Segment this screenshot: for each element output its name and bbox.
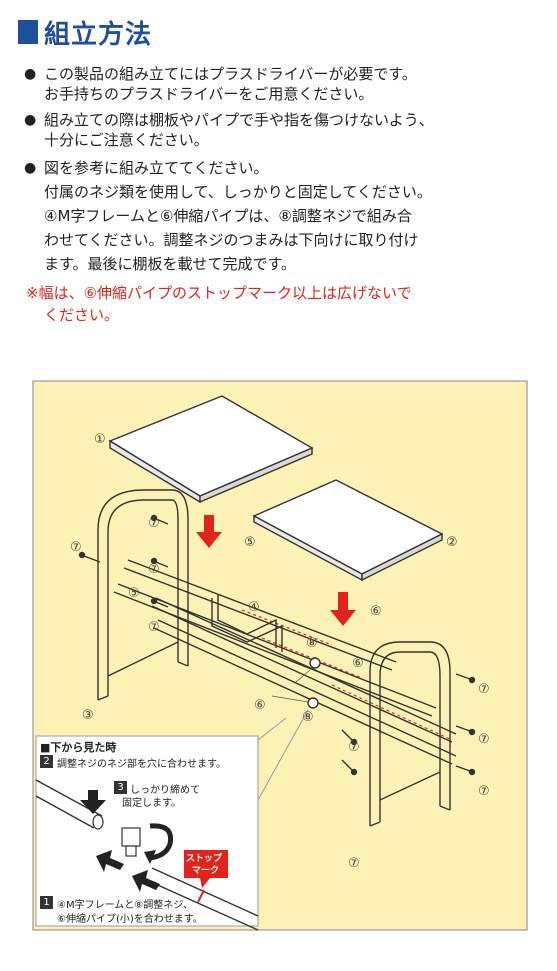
side-frame-left <box>97 489 189 701</box>
part-label-7: ⑦ <box>148 516 160 531</box>
shelf-board-1 <box>108 395 314 504</box>
part-label-6: ⑥ <box>370 604 382 619</box>
section-title: 組立方法 <box>44 19 153 50</box>
left-arrow-icon <box>132 870 160 892</box>
part-label-7d: ⑦ <box>148 620 160 635</box>
step-2-text: 調整ネジのネジ部を穴に合わせます。 <box>57 759 226 770</box>
note-line: この製品の組み立てにはプラスドライバーが必要です。 <box>44 65 417 83</box>
note-line: ④M字フレームと⑥伸縮パイプは、⑧調整ネジで組み合 <box>44 207 412 225</box>
part-label-6c: ⑥ <box>254 698 266 713</box>
inset-bottom-view <box>35 709 309 931</box>
pipe-stop-marks <box>241 609 453 741</box>
stop-mark-label: ストップ <box>186 854 223 864</box>
part-label-2: ② <box>446 535 458 550</box>
heading-square-marker <box>18 20 38 44</box>
label-leaders <box>271 669 311 703</box>
assembly-diagram: ① ② ③ ④ ⑤ ⑤ ⑥ ⑥ ⑥ ⑦ ⑦ ⑦ ⑦ ⑦ ⑦ ⑦ ⑦ ⑦ ⑧ ⑧ … <box>32 380 528 931</box>
part-label-7h: ⑦ <box>348 740 360 755</box>
inset-title: ■下から見た時 <box>40 741 117 754</box>
note-line: 付属のネジ類を使用して、しっかりと固定してください。 <box>44 183 432 201</box>
part-label-3: ③ <box>82 708 94 723</box>
warning-line: ※幅は、⑥伸縮パイプのストップマーク以上は広げないで <box>26 284 412 302</box>
part-label-6b: ⑥ <box>352 656 364 671</box>
part-label-7e: ⑦ <box>478 682 490 697</box>
warning-line: ください。 <box>44 306 120 324</box>
note-item: ● 図を参考に組み立ててください。 付属のネジ類を使用して、しっかりと固定してく… <box>24 156 544 276</box>
bullet-icon: ● <box>24 112 37 128</box>
part-label-4: ④ <box>248 600 260 615</box>
section-heading: 組立方法 <box>18 14 152 50</box>
shelf-board-2 <box>252 479 444 582</box>
part-label-7g: ⑦ <box>478 784 490 799</box>
part-label-8: ⑧ <box>306 636 318 651</box>
step-badge: 3 <box>114 781 127 794</box>
note-line: 組み立ての際は棚板やパイプで手や指を傷つけないよう、 <box>44 111 434 129</box>
left-arrow-icon <box>96 850 124 872</box>
note-line: 十分にご注意ください。 <box>44 131 209 149</box>
part-label-7b: ⑦ <box>70 540 82 555</box>
step-badge: 2 <box>40 755 53 768</box>
assembly-notes: ● この製品の組み立てにはプラスドライバーが必要です。 お手持ちのプラスドライバ… <box>24 64 544 332</box>
down-arrow-icon <box>196 515 356 626</box>
down-arrow-icon <box>80 790 106 814</box>
width-warning: ※幅は、⑥伸縮パイプのストップマーク以上は広げないで ください。 <box>24 282 544 326</box>
bullet-icon: ● <box>24 66 37 82</box>
note-item: ● 組み立ての際は棚板やパイプで手や指を傷つけないよう、 十分にご注意ください。 <box>24 110 544 150</box>
bullet-icon: ● <box>24 160 37 176</box>
part-label-5b: ⑤ <box>128 586 140 601</box>
adjusting-screw-icon <box>307 657 321 709</box>
part-label-5: ⑤ <box>244 535 256 550</box>
rotate-arrow-icon <box>149 823 174 861</box>
note-line: わせてください。調整ネジのつまみは下向けに取り付け <box>44 231 419 249</box>
step-1-text: ④M字フレームと⑧調整ネジ、 <box>57 900 193 911</box>
note-line: ます。最後に棚板を載せて完成です。 <box>44 255 297 273</box>
note-line: 図を参考に組み立ててください。 <box>44 159 269 177</box>
part-label-7i: ⑦ <box>348 856 360 871</box>
step-3-text: しっかり締めて <box>130 785 200 796</box>
telescopic-pipes <box>113 559 457 765</box>
note-item: ● この製品の組み立てにはプラスドライバーが必要です。 お手持ちのプラスドライバ… <box>24 64 544 104</box>
step-3-text: 固定します。 <box>122 798 181 809</box>
step-badge: 1 <box>40 896 53 909</box>
stop-mark-label: マーク <box>192 866 220 876</box>
part-label-1: ① <box>94 432 106 447</box>
step-1-text: ⑥伸縮パイプ(小)を合わせます。 <box>57 914 203 925</box>
m-frame <box>211 594 283 652</box>
part-label-7c: ⑦ <box>148 562 160 577</box>
part-label-8b: ⑧ <box>302 710 314 725</box>
part-label-7f: ⑦ <box>478 732 490 747</box>
assembly-illustration <box>32 380 528 931</box>
note-line: お手持ちのプラスドライバーをご用意ください。 <box>44 85 374 103</box>
screw-icon <box>78 514 476 776</box>
